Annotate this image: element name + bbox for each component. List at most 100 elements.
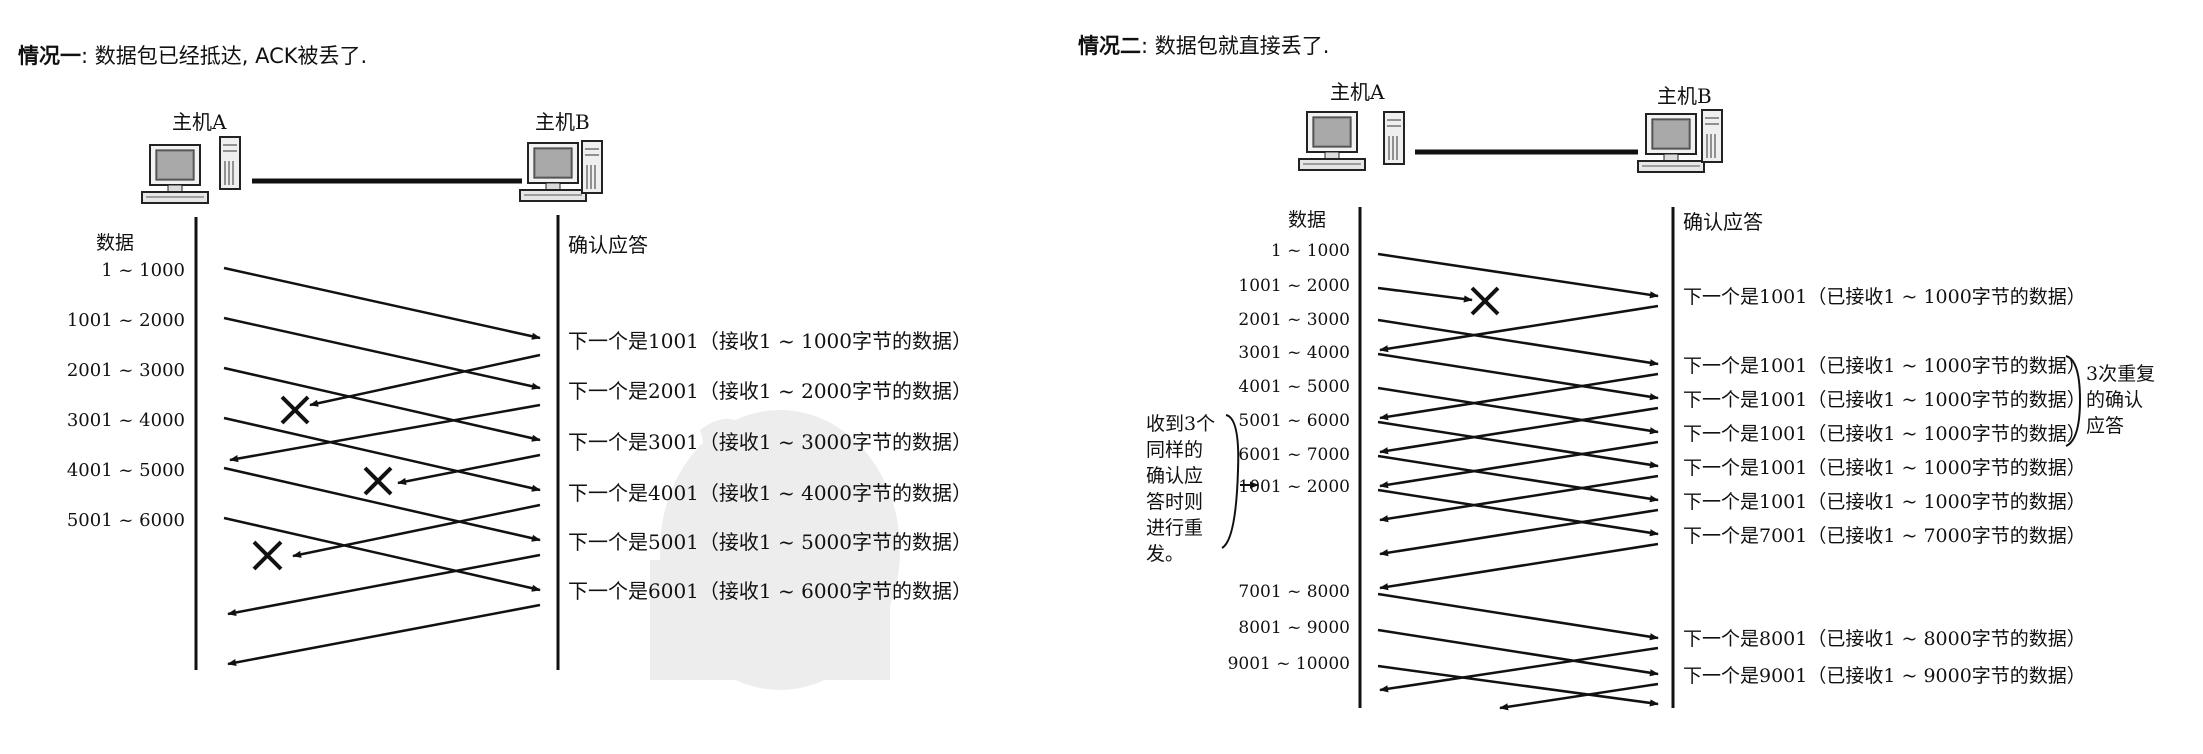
case2-ack-arrow xyxy=(1499,682,1659,711)
case2-ack-arrow xyxy=(1379,440,1659,489)
case2-note-right-bracket xyxy=(2065,355,2082,447)
case1-ack-label: 下一个是6001（接收1 ~ 6000字节的数据） xyxy=(568,579,972,603)
case2-ack-label: 下一个是1001（已接收1 ~ 1000字节的数据） xyxy=(1683,491,2086,513)
case1-data-arrow xyxy=(223,416,541,492)
case2-note-left-line: 答时则 xyxy=(1146,491,1203,513)
case2-ack-arrow xyxy=(1379,542,1659,591)
case2-data-arrow xyxy=(1377,352,1659,401)
case1-ack-label: 下一个是2001（接收1 ~ 2000字节的数据） xyxy=(568,379,972,403)
case2-segment-label: 1001 ~ 2000 xyxy=(1238,276,1350,296)
case1-data-arrow xyxy=(223,516,541,592)
case1-diagram: 主机A 主机B 数据 确认应答 1 ~ 1000 1001 ~ 2000 200… xyxy=(67,110,972,690)
case1-host-a-computer-icon xyxy=(141,136,241,204)
case2-data-arrow xyxy=(1377,592,1659,641)
case2-segment-label: 7001 ~ 8000 xyxy=(1238,582,1350,602)
case2-data-arrow xyxy=(1377,628,1659,677)
case1-caption-bold: 情况一 xyxy=(18,44,81,68)
case1-segment-label: 1001 ~ 2000 xyxy=(67,310,185,331)
case2-duplicate-ack-note: 3次重复 的确认 应答 xyxy=(2065,355,2155,447)
case1-caption-text: : 数据包已经抵达, ACK被丢了. xyxy=(81,44,368,68)
case2-caption: 情况二: 数据包就直接丢了. xyxy=(1078,30,1329,60)
case1-segment-label: 1 ~ 1000 xyxy=(101,260,185,281)
case2-data-arrow xyxy=(1377,386,1659,435)
case2-retransmit-segment-label: 1001 ~ 2000 xyxy=(1238,477,1350,497)
case1-loss-x-icon xyxy=(280,395,310,425)
case2-data-arrow-lost xyxy=(1377,286,1473,303)
case1-data-arrow xyxy=(223,366,541,442)
case2-note-left-line: 进行重 xyxy=(1146,517,1203,539)
case1-data-arrow xyxy=(223,466,541,542)
case1-loss-x-icon xyxy=(252,540,283,571)
case2-data-arrow xyxy=(1377,420,1659,469)
case2-note-right-line: 应答 xyxy=(2086,415,2124,437)
case1-loss-x-icon xyxy=(363,466,393,496)
case2-note-left-line: 发。 xyxy=(1146,543,1184,565)
case2-ack-label: 下一个是1001（已接收1 ~ 1000字节的数据） xyxy=(1683,423,2086,445)
case1-ack-arrow-lost xyxy=(309,353,541,407)
case2-ack-arrow xyxy=(1379,406,1659,455)
case1-segment-label: 4001 ~ 5000 xyxy=(67,460,185,481)
case2-note-left-line: 收到3个 xyxy=(1146,413,1215,435)
case2-host-b-label: 主机B xyxy=(1657,84,1712,108)
case2-ack-label: 下一个是9001（已接收1 ~ 9000字节的数据） xyxy=(1683,665,2086,687)
watermark-image xyxy=(650,410,900,690)
case2-ack-arrow xyxy=(1379,646,1659,693)
case2-segment-label: 8001 ~ 9000 xyxy=(1238,618,1350,638)
case1-ack-label: 下一个是1001（接收1 ~ 1000字节的数据） xyxy=(568,329,972,353)
case2-data-arrow xyxy=(1377,252,1659,299)
case2-segment-label: 5001 ~ 6000 xyxy=(1238,411,1350,431)
case2-ack-label: 下一个是7001（已接收1 ~ 7000字节的数据） xyxy=(1683,525,2086,547)
case2-host-a-computer-icon xyxy=(1298,111,1405,171)
case2-note-left-line: 确认应 xyxy=(1146,465,1203,487)
case1-ack-arrow-lost xyxy=(397,453,541,485)
case2-ack-arrow xyxy=(1379,372,1659,421)
case2-segment-label: 1 ~ 1000 xyxy=(1271,241,1350,261)
case1-segment-label: 2001 ~ 3000 xyxy=(67,360,185,381)
case2-ack-label: 下一个是1001（已接收1 ~ 1000字节的数据） xyxy=(1683,286,2086,308)
case2-segment-label: 3001 ~ 4000 xyxy=(1238,343,1350,363)
case1-ack-arrow xyxy=(229,403,541,463)
case2-ack-label: 下一个是8001（已接收1 ~ 8000字节的数据） xyxy=(1683,628,2086,650)
case1-ack-arrow xyxy=(227,553,541,617)
case2-caption-bold: 情况二 xyxy=(1078,34,1141,58)
case2-ack-label: 下一个是1001（已接收1 ~ 1000字节的数据） xyxy=(1683,389,2086,411)
case2-data-arrow xyxy=(1377,318,1659,367)
case2-data-arrow xyxy=(1377,454,1659,503)
case1-data-arrow xyxy=(223,316,541,390)
case2-note-left-bracket xyxy=(1221,414,1240,549)
case2-segment-label: 6001 ~ 7000 xyxy=(1238,445,1350,465)
case2-segment-label: 2001 ~ 3000 xyxy=(1238,310,1350,330)
case2-note-right-line: 的确认 xyxy=(2086,389,2143,411)
case2-ack-arrow xyxy=(1379,474,1659,523)
case2-ack-arrow xyxy=(1379,508,1659,557)
case1-host-a-label: 主机A xyxy=(172,110,227,134)
case2-host-b-computer-icon xyxy=(1637,109,1723,173)
case2-note-left-line: 同样的 xyxy=(1146,439,1203,461)
case2-segment-label: 4001 ~ 5000 xyxy=(1238,377,1350,397)
case2-retransmit-note: 收到3个 同样的 确认应 答时则 进行重 发。 xyxy=(1146,413,1259,565)
case1-ack-label: 下一个是5001（接收1 ~ 5000字节的数据） xyxy=(568,530,972,554)
case1-host-b-computer-icon xyxy=(519,140,603,202)
case1-ack-arrow xyxy=(227,603,541,667)
case2-ack-arrow xyxy=(1379,304,1659,353)
case1-data-arrow xyxy=(223,266,541,340)
case1-data-header: 数据 xyxy=(96,232,134,254)
case2-data-arrow xyxy=(1377,664,1659,707)
case1-segment-label: 3001 ~ 4000 xyxy=(67,410,185,431)
case1-segment-label: 5001 ~ 6000 xyxy=(67,510,185,531)
case2-caption-text: : 数据包就直接丢了. xyxy=(1141,34,1330,58)
case2-data-header: 数据 xyxy=(1288,209,1326,231)
case2-ack-label: 下一个是1001（已接收1 ~ 1000字节的数据） xyxy=(1683,457,2086,479)
case2-ack-header: 确认应答 xyxy=(1683,210,1763,234)
case1-host-b-label: 主机B xyxy=(535,110,590,134)
case1-ack-label: 下一个是4001（接收1 ~ 4000字节的数据） xyxy=(568,481,972,505)
case2-ack-label: 下一个是1001（已接收1 ~ 1000字节的数据） xyxy=(1683,355,2086,377)
case2-retransmit-data-arrow xyxy=(1377,488,1659,537)
case1-ack-arrow-lost xyxy=(292,503,541,558)
case2-note-right-line: 3次重复 xyxy=(2086,363,2155,385)
case2-segment-label: 9001 ~ 10000 xyxy=(1228,654,1350,674)
case2-diagram: 主机A 主机B 数据 确认应答 1 ~ 1000 1001 ~ 2000 200… xyxy=(1146,80,2155,711)
case1-caption: 情况一: 数据包已经抵达, ACK被丢了. xyxy=(18,40,367,70)
case2-loss-x-icon xyxy=(1470,286,1500,316)
